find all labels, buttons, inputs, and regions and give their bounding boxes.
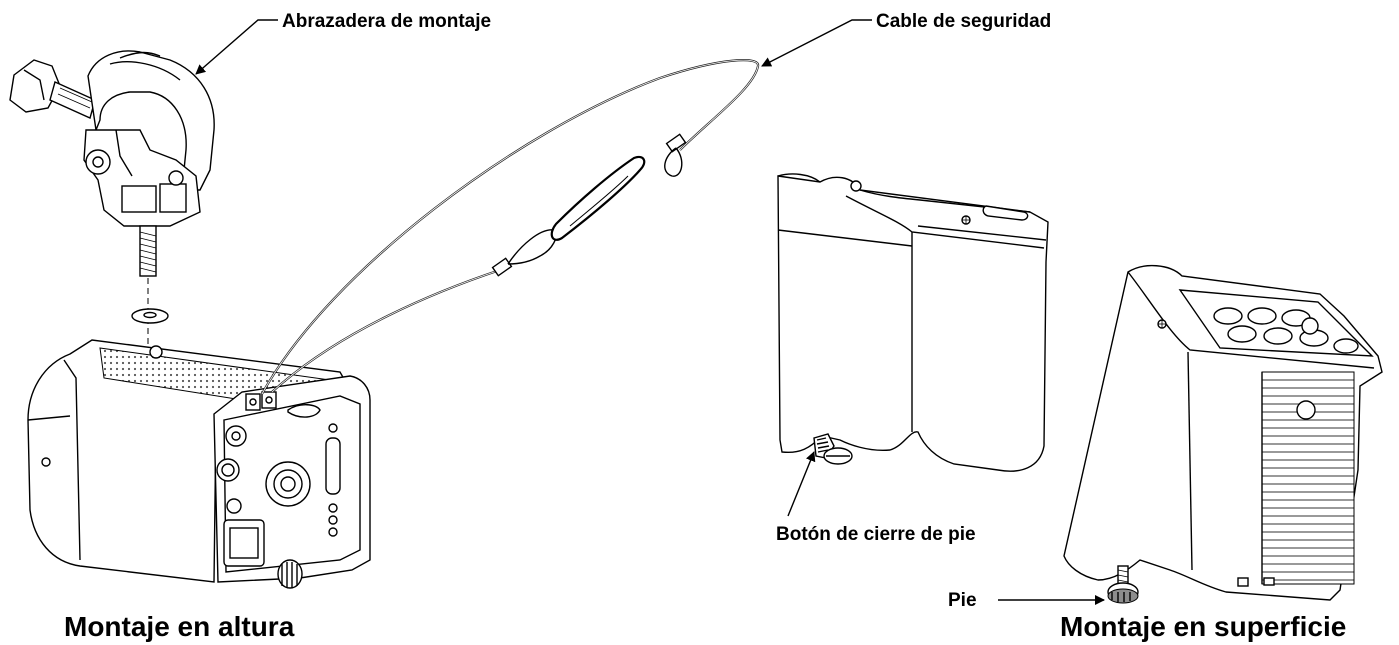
caption-overhead-mounting: Montaje en altura xyxy=(64,611,295,642)
callout-safety-cable: Cable de seguridad xyxy=(761,11,1051,67)
label-safety-cable: Cable de seguridad xyxy=(876,11,1051,32)
label-foot: Pie xyxy=(948,590,977,611)
callout-clamp: Abrazadera de montaje xyxy=(195,11,491,75)
callout-foot-lock-button: Botón de cierre de pie xyxy=(776,451,976,545)
caption-surface-mounting: Montaje en superficie xyxy=(1060,611,1346,642)
fixture-surface-front xyxy=(777,173,1049,472)
callout-foot: Pie xyxy=(948,590,1105,611)
safety-cable xyxy=(261,59,760,395)
label-foot-lock-button: Botón de cierre de pie xyxy=(776,524,976,545)
fixture-overhead xyxy=(27,339,371,589)
mounting-clamp xyxy=(9,50,215,348)
label-clamp: Abrazadera de montaje xyxy=(282,11,491,32)
fixture-surface-tilted xyxy=(1063,265,1383,604)
lens-array xyxy=(1178,289,1374,357)
